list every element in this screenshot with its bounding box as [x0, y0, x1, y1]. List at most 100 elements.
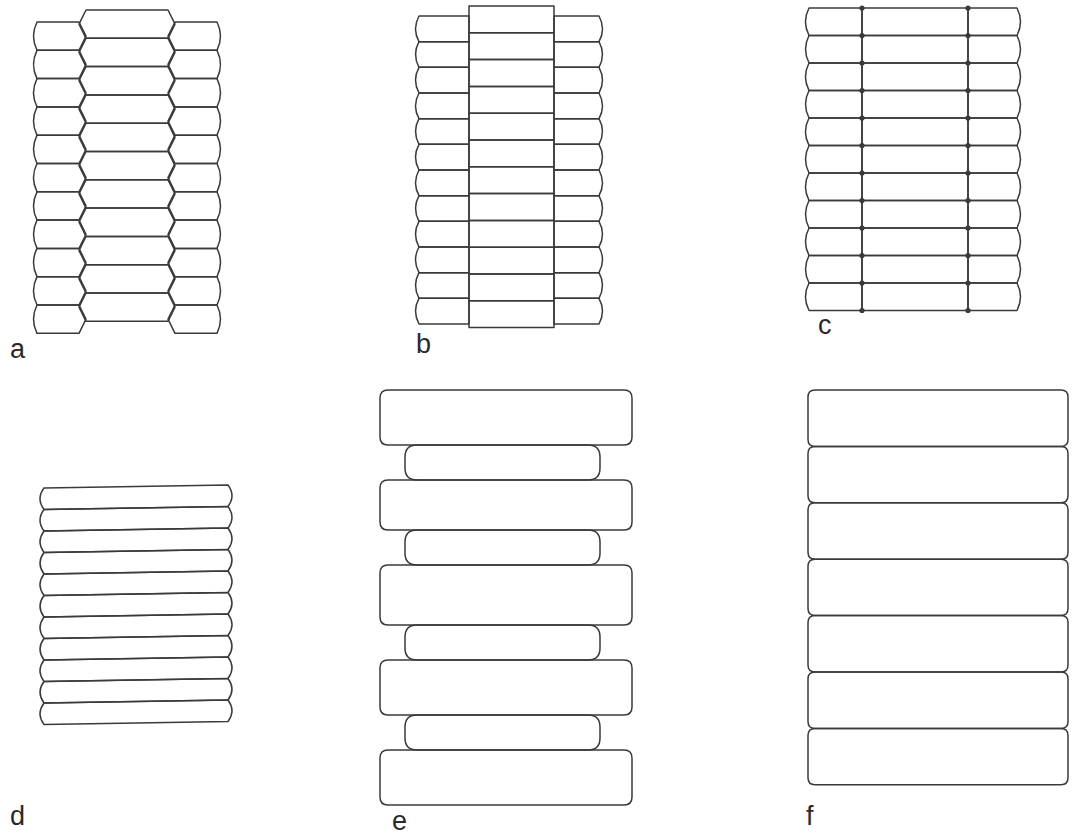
- side-cell: [34, 192, 87, 220]
- large-cell: [380, 660, 632, 715]
- side-cell: [968, 91, 1021, 119]
- side-cell: [806, 36, 863, 64]
- middle-cell: [862, 63, 968, 91]
- side-cell: [554, 93, 603, 119]
- side-cell: [806, 173, 863, 201]
- middle-cell: [469, 6, 554, 33]
- middle-cell: [79, 10, 175, 38]
- small-cell: [405, 530, 600, 565]
- junction-dot: [859, 33, 864, 38]
- side-cell: [34, 22, 87, 50]
- side-cell: [968, 228, 1021, 256]
- side-cell: [806, 91, 863, 119]
- disc-cell: [40, 657, 232, 682]
- middle-cell: [469, 194, 554, 221]
- junction-dot: [859, 143, 864, 148]
- junction-dot: [965, 280, 970, 285]
- middle-cell: [469, 86, 554, 113]
- side-cell: [168, 79, 221, 107]
- side-cell: [168, 220, 221, 248]
- junction-dot: [859, 115, 864, 120]
- side-cell: [554, 42, 603, 68]
- middle-cell: [862, 91, 968, 119]
- middle-cell: [469, 33, 554, 60]
- junction-dot: [965, 253, 970, 258]
- disc-cell: [40, 636, 232, 661]
- disc-cell: [808, 503, 1068, 559]
- side-cell: [34, 248, 87, 276]
- side-cell: [168, 164, 221, 192]
- disc-cell: [40, 550, 232, 575]
- middle-cell: [469, 140, 554, 167]
- side-cell: [34, 50, 87, 78]
- junction-dot: [965, 5, 970, 10]
- side-cell: [168, 277, 221, 305]
- junction-dot: [965, 60, 970, 65]
- side-cell: [34, 220, 87, 248]
- side-cell: [554, 273, 603, 299]
- side-cell: [168, 248, 221, 276]
- panel-c-filament: [806, 5, 1021, 313]
- junction-dot: [859, 308, 864, 313]
- disc-cell: [40, 614, 232, 639]
- middle-cell: [862, 256, 968, 284]
- side-cell: [554, 16, 603, 42]
- side-cell: [34, 107, 87, 135]
- side-cell: [168, 22, 221, 50]
- middle-cell: [469, 247, 554, 274]
- middle-cell: [862, 173, 968, 201]
- small-cell: [405, 445, 600, 480]
- middle-cell: [79, 67, 175, 95]
- side-cell: [34, 164, 87, 192]
- junction-dot: [859, 198, 864, 203]
- side-cell: [554, 170, 603, 196]
- large-cell: [380, 565, 632, 625]
- side-cell: [416, 16, 470, 42]
- junction-dot: [965, 143, 970, 148]
- middle-cell: [79, 236, 175, 264]
- side-cell: [416, 119, 470, 145]
- junction-dot: [965, 33, 970, 38]
- junction-dot: [859, 225, 864, 230]
- middle-cell: [469, 113, 554, 140]
- side-cell: [806, 256, 863, 284]
- side-cell: [554, 196, 603, 222]
- side-cell: [168, 305, 221, 333]
- middle-cell: [79, 180, 175, 208]
- side-cell: [168, 192, 221, 220]
- side-cell: [968, 173, 1021, 201]
- side-cell: [554, 221, 603, 247]
- disc-cell: [40, 571, 232, 596]
- large-cell: [380, 390, 632, 445]
- junction-dot: [859, 253, 864, 258]
- side-cell: [968, 63, 1021, 91]
- side-cell: [34, 79, 87, 107]
- side-cell: [168, 107, 221, 135]
- middle-cell: [79, 95, 175, 123]
- junction-dot: [965, 198, 970, 203]
- panel-letter: a: [10, 336, 25, 363]
- side-cell: [416, 247, 470, 273]
- side-cell: [806, 118, 863, 146]
- side-cell: [168, 50, 221, 78]
- disc-cell: [808, 559, 1068, 615]
- panel-a-filament: [34, 10, 221, 333]
- large-cell: [380, 750, 632, 805]
- junction-dot: [859, 170, 864, 175]
- disc-cell: [808, 672, 1068, 728]
- middle-cell: [79, 38, 175, 66]
- junction-dot: [859, 5, 864, 10]
- middle-cell: [862, 201, 968, 229]
- middle-cell: [79, 152, 175, 180]
- side-cell: [554, 119, 603, 145]
- panel-letter: d: [10, 803, 25, 830]
- small-cell: [405, 625, 600, 660]
- side-cell: [416, 67, 470, 93]
- junction-dot: [859, 60, 864, 65]
- side-cell: [34, 277, 87, 305]
- side-cell: [416, 144, 470, 170]
- side-cell: [554, 144, 603, 170]
- middle-cell: [469, 167, 554, 194]
- junction-dot: [965, 308, 970, 313]
- side-cell: [554, 247, 603, 273]
